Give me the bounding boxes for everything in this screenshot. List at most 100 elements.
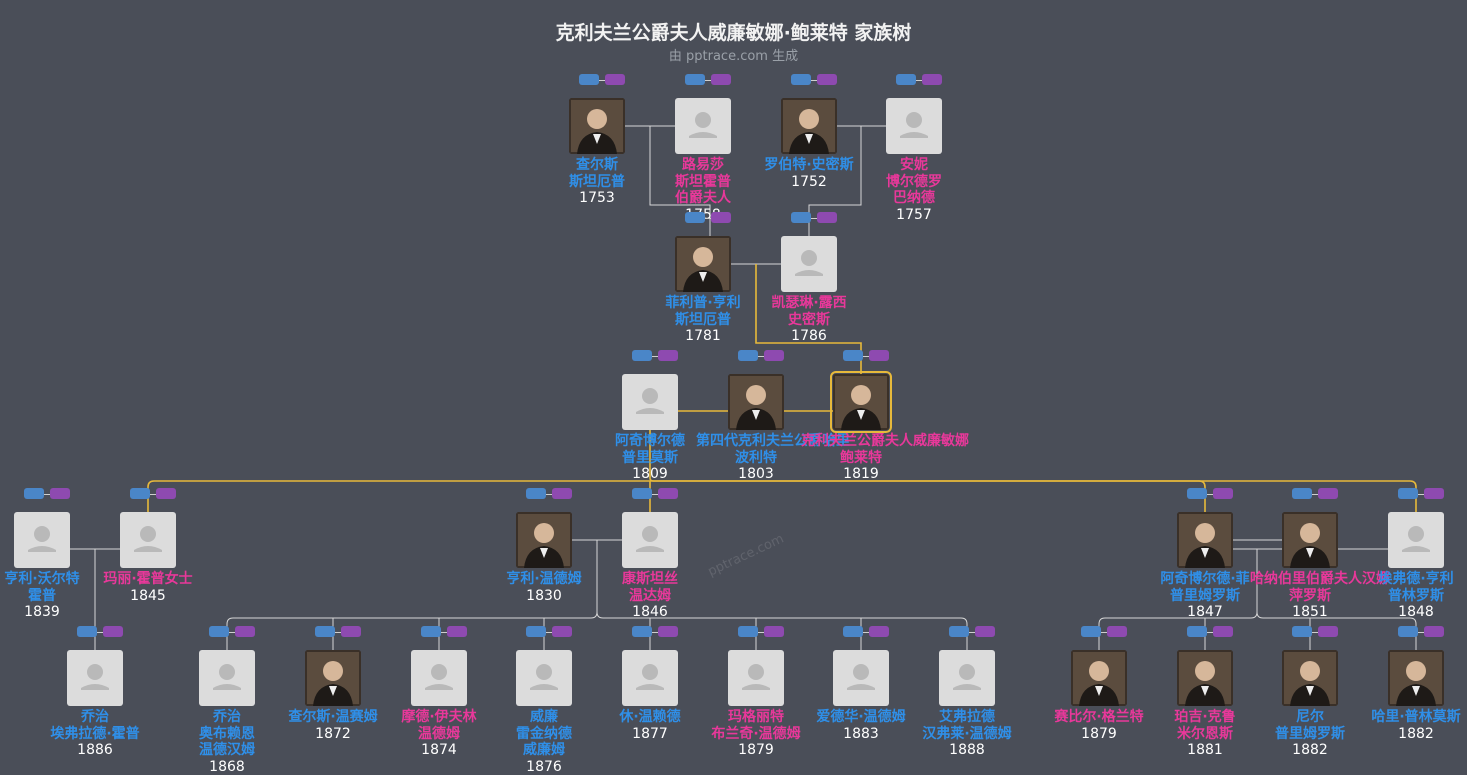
expand-children-button[interactable] [1107, 626, 1127, 637]
expand-parents-button[interactable] [685, 74, 705, 85]
person-avatar[interactable] [1282, 512, 1338, 568]
expand-parents-button[interactable] [949, 626, 969, 637]
expand-children-button[interactable] [605, 74, 625, 85]
expand-parents-button[interactable] [1398, 626, 1418, 637]
expand-children-button[interactable] [764, 350, 784, 361]
person-avatar[interactable] [516, 650, 572, 706]
expand-parents-button[interactable] [1398, 488, 1418, 499]
person-avatar[interactable] [1177, 512, 1233, 568]
expand-children-button[interactable] [50, 488, 70, 499]
expand-parents-button[interactable] [843, 626, 863, 637]
expand-parents-button[interactable] [896, 74, 916, 85]
person-avatar[interactable] [886, 98, 942, 154]
expand-parents-button[interactable] [130, 488, 150, 499]
person-name[interactable]: 哈里·普林莫斯 [1356, 709, 1467, 726]
person-node[interactable]: 哈里·普林莫斯 1882 [1356, 626, 1467, 742]
expand-children-button[interactable] [341, 626, 361, 637]
expand-children-button[interactable] [817, 74, 837, 85]
expand-children-button[interactable] [447, 626, 467, 637]
expand-children-button[interactable] [1318, 626, 1338, 637]
person-name[interactable]: 爱德华·温德姆 [801, 709, 921, 726]
person-node[interactable]: 尼尔普里姆罗斯 1882 [1250, 626, 1370, 758]
expand-children-button[interactable] [1213, 626, 1233, 637]
person-node[interactable]: 珀吉·克鲁米尔恩斯 1881 [1145, 626, 1265, 758]
person-node[interactable]: 爱德华·温德姆 1883 [801, 626, 921, 742]
expand-parents-button[interactable] [526, 626, 546, 637]
expand-children-button[interactable] [156, 488, 176, 499]
person-node[interactable]: 康斯坦丝温达姆 1846 [590, 488, 710, 620]
person-avatar[interactable] [67, 650, 123, 706]
person-name[interactable]: 玛格丽特布兰奇·温德姆 [696, 709, 816, 742]
expand-parents-button[interactable] [1292, 626, 1312, 637]
person-avatar[interactable] [1177, 650, 1233, 706]
person-node[interactable]: 埃弗德·亨利普林罗斯 1848 [1356, 488, 1467, 620]
person-name[interactable]: 菲利普·亨利斯坦厄普 [643, 295, 763, 328]
person-name[interactable]: 克利夫兰公爵夫人威廉敏娜鲍莱特 [801, 433, 969, 466]
person-name[interactable]: 摩德·伊夫林温德姆 [379, 709, 499, 742]
expand-parents-button[interactable] [579, 74, 599, 85]
person-avatar[interactable] [14, 512, 70, 568]
person-node[interactable]: 威廉雷金纳德威廉姆 1876 [484, 626, 604, 775]
expand-parents-button[interactable] [1187, 488, 1207, 499]
person-node[interactable]: 休·温赖德 1877 [590, 626, 710, 742]
expand-parents-button[interactable] [632, 488, 652, 499]
person-avatar[interactable] [1388, 512, 1444, 568]
person-node[interactable]: 查尔斯斯坦厄普 1753 [537, 74, 657, 206]
person-name[interactable]: 路易莎斯坦霍普伯爵夫人 [643, 157, 763, 207]
person-name[interactable]: 查尔斯·温赛姆 [273, 709, 393, 726]
expand-children-button[interactable] [922, 74, 942, 85]
person-avatar[interactable] [675, 236, 731, 292]
expand-parents-button[interactable] [1081, 626, 1101, 637]
person-avatar[interactable] [939, 650, 995, 706]
person-name[interactable]: 安妮博尔德罗巴纳德 [854, 157, 974, 207]
expand-children-button[interactable] [658, 350, 678, 361]
expand-children-button[interactable] [817, 212, 837, 223]
person-node[interactable]: 乔治埃弗拉德·霍普 1886 [35, 626, 155, 758]
expand-children-button[interactable] [1424, 626, 1444, 637]
person-node[interactable]: 玛格丽特布兰奇·温德姆 1879 [696, 626, 816, 758]
person-avatar[interactable] [120, 512, 176, 568]
person-name[interactable]: 亨利·温德姆 [484, 571, 604, 588]
person-name[interactable]: 尼尔普里姆罗斯 [1250, 709, 1370, 742]
person-avatar[interactable] [516, 512, 572, 568]
person-node[interactable]: 查尔斯·温赛姆 1872 [273, 626, 393, 742]
person-avatar[interactable] [411, 650, 467, 706]
person-name[interactable]: 康斯坦丝温达姆 [590, 571, 710, 604]
person-avatar[interactable] [1071, 650, 1127, 706]
expand-parents-button[interactable] [791, 74, 811, 85]
person-avatar[interactable] [1388, 650, 1444, 706]
expand-parents-button[interactable] [632, 626, 652, 637]
expand-parents-button[interactable] [421, 626, 441, 637]
person-avatar[interactable] [622, 374, 678, 430]
person-node[interactable]: 亨利·温德姆 1830 [484, 488, 604, 604]
person-name[interactable]: 埃弗德·亨利普林罗斯 [1356, 571, 1467, 604]
person-avatar[interactable] [569, 98, 625, 154]
person-name[interactable]: 珀吉·克鲁米尔恩斯 [1145, 709, 1265, 742]
person-avatar[interactable] [728, 650, 784, 706]
person-name[interactable]: 亨利·沃尔特霍普 [0, 571, 102, 604]
person-name[interactable]: 乔治埃弗拉德·霍普 [35, 709, 155, 742]
expand-children-button[interactable] [711, 212, 731, 223]
person-name[interactable]: 赛比尔·格兰特 [1039, 709, 1159, 726]
expand-parents-button[interactable] [1292, 488, 1312, 499]
person-name[interactable]: 哈纳伯里伯爵夫人汉娜萍罗斯 [1250, 571, 1390, 604]
person-node[interactable]: 菲利普·亨利斯坦厄普 1781 [643, 212, 763, 344]
person-avatar[interactable] [781, 236, 837, 292]
person-node[interactable]: 安妮博尔德罗巴纳德 1757 [854, 74, 974, 223]
expand-parents-button[interactable] [77, 626, 97, 637]
person-node[interactable]: 罗伯特·史密斯 1752 [749, 74, 869, 190]
person-name[interactable]: 休·温赖德 [590, 709, 710, 726]
person-node[interactable]: 哈纳伯里伯爵夫人汉娜萍罗斯 1851 [1250, 488, 1390, 620]
expand-children-button[interactable] [1424, 488, 1444, 499]
expand-parents-button[interactable] [526, 488, 546, 499]
expand-parents-button[interactable] [632, 350, 652, 361]
person-name[interactable]: 威廉雷金纳德威廉姆 [484, 709, 604, 759]
expand-children-button[interactable] [869, 626, 889, 637]
expand-children-button[interactable] [764, 626, 784, 637]
expand-children-button[interactable] [658, 626, 678, 637]
person-name[interactable]: 第四代克利夫兰公爵哈里波利特 [696, 433, 850, 466]
person-avatar[interactable] [830, 371, 892, 433]
person-node[interactable]: 亨利·沃尔特霍普 1839 [0, 488, 102, 620]
person-avatar[interactable] [199, 650, 255, 706]
person-avatar[interactable] [781, 98, 837, 154]
